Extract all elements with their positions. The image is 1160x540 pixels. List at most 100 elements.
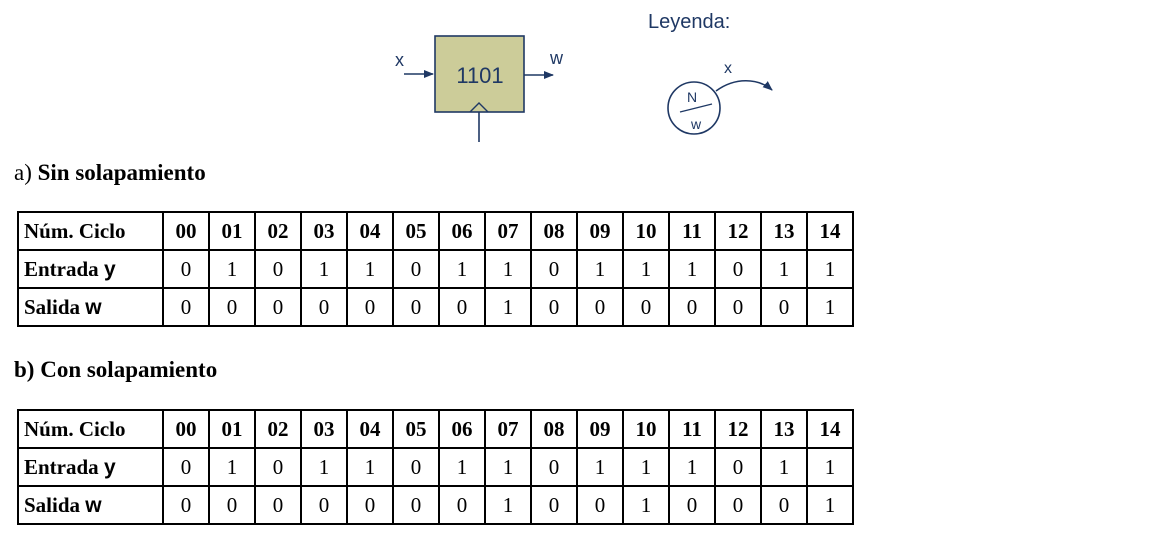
cycle-number-cell: 11: [668, 409, 716, 449]
input-value-cell: 1: [576, 447, 624, 487]
output-signal-name: w: [85, 295, 102, 319]
input-value-cell: 0: [162, 249, 210, 289]
cycle-number-cell: 14: [806, 409, 854, 449]
cycle-number-cell: 06: [438, 409, 486, 449]
output-label: w: [549, 48, 564, 68]
output-value-cell: 0: [392, 485, 440, 525]
output-value-cell: 1: [806, 485, 854, 525]
section-a-title: a) Sin solapamiento: [14, 160, 206, 186]
cycle-number-cell: 09: [576, 409, 624, 449]
input-value-cell: 1: [484, 447, 532, 487]
output-value-cell: 1: [806, 287, 854, 327]
legend-transition-arrow: [715, 80, 773, 92]
section-a-prefix: a): [14, 160, 32, 185]
input-value-cell: 0: [530, 447, 578, 487]
output-value-cell: 0: [300, 485, 348, 525]
output-value-cell: 0: [254, 485, 302, 525]
cycle-number-cell: 13: [760, 211, 808, 251]
block-label: 1101: [456, 63, 503, 88]
input-value-cell: 1: [760, 249, 808, 289]
input-value-cell: 1: [438, 249, 486, 289]
cycle-row-label: Núm. Ciclo: [17, 211, 164, 251]
input-value-cell: 0: [392, 447, 440, 487]
cycle-number-cell: 13: [760, 409, 808, 449]
input-value-cell: 0: [714, 447, 762, 487]
input-value-cell: 0: [392, 249, 440, 289]
output-value-cell: 0: [346, 485, 394, 525]
output-value-cell: 0: [714, 485, 762, 525]
output-value-cell: 0: [760, 485, 808, 525]
input-value-cell: 1: [208, 447, 256, 487]
input-value-cell: 1: [208, 249, 256, 289]
input-value-cell: 1: [346, 249, 394, 289]
input-value-cell: 1: [484, 249, 532, 289]
section-a-heading: Sin solapamiento: [37, 160, 206, 185]
clock-triangle: [469, 102, 489, 113]
cycle-number-cell: 11: [668, 211, 716, 251]
cycle-number-cell: 08: [530, 211, 578, 251]
cycle-number-cell: 00: [162, 211, 210, 251]
input-value-cell: 0: [254, 447, 302, 487]
output-value-cell: 0: [392, 287, 440, 327]
legend-title: Leyenda:: [648, 11, 730, 33]
output-value-cell: 0: [668, 485, 716, 525]
cycle-number-cell: 01: [208, 409, 256, 449]
output-value-cell: 1: [484, 287, 532, 327]
output-signal-name: w: [85, 493, 102, 517]
cycle-number-cell: 01: [208, 211, 256, 251]
legend-state-label: N: [687, 89, 697, 105]
input-value-cell: 1: [806, 447, 854, 487]
cycle-number-cell: 08: [530, 409, 578, 449]
cycle-number-cell: 09: [576, 211, 624, 251]
output-value-cell: 0: [668, 287, 716, 327]
cycle-number-cell: 02: [254, 211, 302, 251]
cycle-number-cell: 14: [806, 211, 854, 251]
input-value-cell: 1: [300, 249, 348, 289]
cycle-number-cell: 07: [484, 409, 532, 449]
input-value-cell: 1: [300, 447, 348, 487]
output-value-cell: 0: [208, 287, 256, 327]
cycle-number-cell: 12: [714, 409, 762, 449]
legend-divider: [679, 103, 713, 113]
output-row-label-text: Salida: [24, 294, 81, 319]
cycle-number-cell: 04: [346, 409, 394, 449]
legend-input-label: x: [724, 60, 732, 77]
cycle-number-cell: 05: [392, 409, 440, 449]
input-value-cell: 1: [806, 249, 854, 289]
input-row-label: Entrada y: [17, 249, 164, 289]
output-value-cell: 0: [576, 485, 624, 525]
input-value-cell: 1: [760, 447, 808, 487]
input-value-cell: 1: [346, 447, 394, 487]
output-value-cell: 0: [438, 287, 486, 327]
input-value-cell: 1: [668, 447, 716, 487]
input-signal-name: y: [103, 455, 116, 479]
output-value-cell: 0: [162, 287, 210, 327]
output-value-cell: 1: [622, 485, 670, 525]
output-value-cell: 0: [530, 287, 578, 327]
output-value-cell: 0: [438, 485, 486, 525]
cycle-number-cell: 10: [622, 211, 670, 251]
output-value-cell: 0: [346, 287, 394, 327]
output-value-cell: 0: [300, 287, 348, 327]
output-value-cell: 0: [622, 287, 670, 327]
cycle-number-cell: 12: [714, 211, 762, 251]
input-value-cell: 0: [162, 447, 210, 487]
output-row-label: Salida w: [17, 485, 164, 525]
output-row-label-text: Salida: [24, 492, 81, 517]
input-value-cell: 1: [668, 249, 716, 289]
cycle-number-cell: 05: [392, 211, 440, 251]
output-value-cell: 0: [576, 287, 624, 327]
output-value-cell: 0: [162, 485, 210, 525]
output-value-cell: 0: [760, 287, 808, 327]
input-signal-name: y: [103, 257, 116, 281]
input-label: x: [395, 50, 404, 70]
legend-output-label: w: [690, 116, 702, 132]
section-b-prefix: b): [14, 357, 35, 382]
detector-diagram: x 1101 w Leyenda: N w x: [395, 11, 773, 142]
